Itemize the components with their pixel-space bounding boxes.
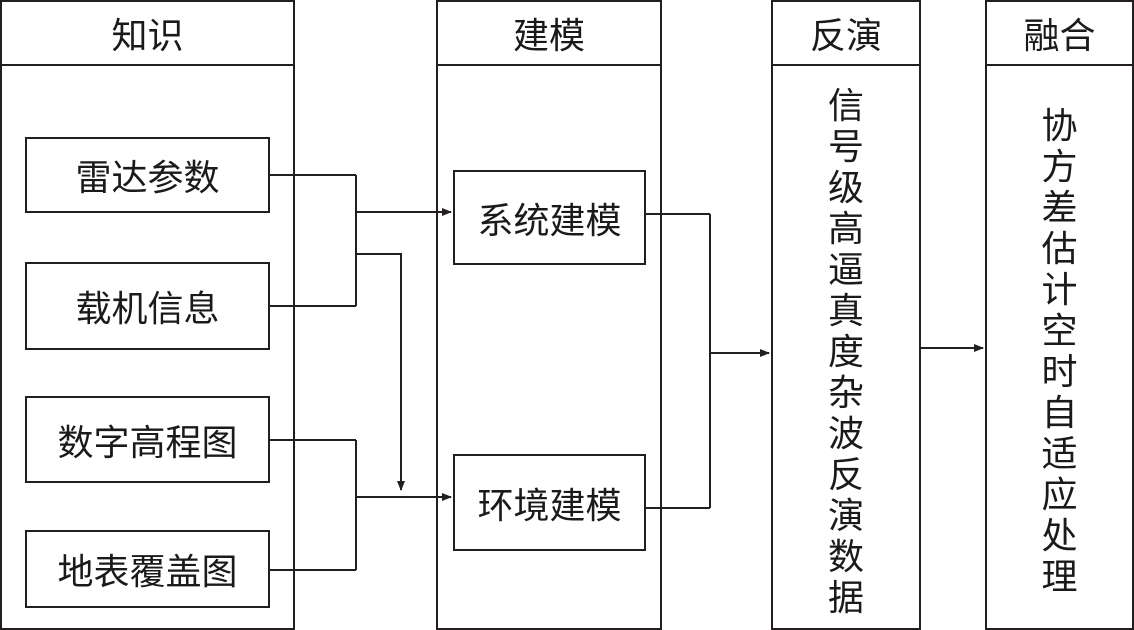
fusion-char: 适 [1041, 434, 1078, 475]
fusion-char: 协 [1041, 106, 1078, 147]
column-knowledge: 知识 [0, 0, 295, 630]
column-fusion-title: 融合 [987, 2, 1132, 66]
inversion-char: 真 [827, 291, 864, 332]
fusion-char: 应 [1041, 475, 1078, 516]
fusion-char: 方 [1041, 147, 1078, 188]
column-knowledge-title: 知识 [2, 2, 293, 66]
inversion-char: 杂 [827, 373, 864, 414]
node-land-cover-map: 地表覆盖图 [25, 530, 270, 608]
inversion-char: 级 [827, 168, 864, 209]
node-system-modeling: 系统建模 [453, 170, 646, 265]
fusion-char: 计 [1041, 270, 1078, 311]
fusion-char: 空 [1041, 311, 1078, 352]
column-modeling: 建模 [436, 0, 662, 630]
node-platform-info: 载机信息 [25, 262, 270, 350]
column-fusion: 融合 [985, 0, 1134, 630]
column-modeling-title: 建模 [438, 2, 660, 66]
fusion-char: 处 [1041, 516, 1078, 557]
fusion-char: 时 [1041, 352, 1078, 393]
fusion-char: 理 [1041, 557, 1078, 598]
node-digital-elevation-map: 数字高程图 [25, 396, 270, 483]
inversion-char: 数 [827, 537, 864, 578]
column-inversion: 反演 [771, 0, 921, 630]
fusion-output-text: 协 方 差 估 计 空 时 自 适 应 处 理 [990, 106, 1129, 598]
inversion-char: 演 [827, 496, 864, 537]
arrow-cross-to-environment [356, 253, 405, 491]
inversion-char: 反 [827, 455, 864, 496]
fusion-char: 估 [1041, 229, 1078, 270]
inversion-char: 波 [827, 414, 864, 455]
inversion-char: 据 [827, 578, 864, 619]
inversion-char: 信 [827, 86, 864, 127]
inversion-char: 号 [827, 127, 864, 168]
fusion-char: 自 [1041, 393, 1078, 434]
column-inversion-title: 反演 [773, 2, 919, 66]
fusion-char: 差 [1041, 188, 1078, 229]
inversion-char: 逼 [827, 250, 864, 291]
inversion-char: 度 [827, 332, 864, 373]
inversion-output-text: 信 号 级 高 逼 真 度 杂 波 反 演 数 据 [776, 86, 916, 619]
inversion-char: 高 [827, 209, 864, 250]
node-environment-modeling: 环境建模 [453, 454, 646, 551]
node-radar-parameters: 雷达参数 [25, 137, 270, 213]
